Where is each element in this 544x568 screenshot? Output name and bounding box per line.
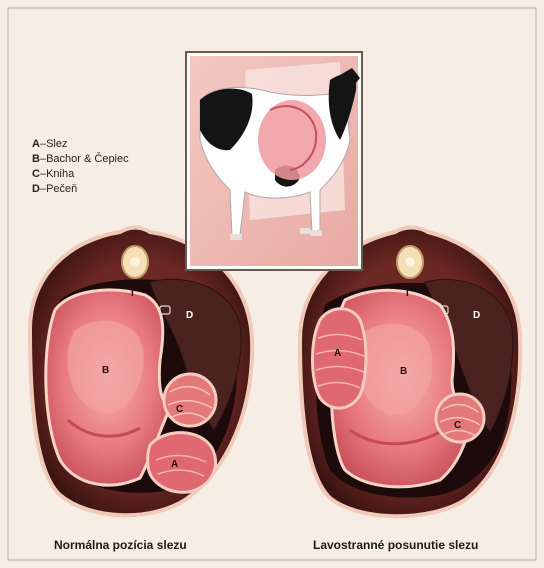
- right-label-d: D: [473, 310, 480, 321]
- legend: A–Slez B–Bachor & Čepiec C–Kniha D–Pečeň: [32, 137, 129, 197]
- cow-illustration: [186, 52, 362, 270]
- legend-name: Slez: [46, 138, 67, 150]
- legend-item-c: C–Kniha: [32, 167, 129, 182]
- right-label-a: A: [334, 348, 341, 359]
- left-label-c: C: [176, 404, 183, 415]
- legend-key: A: [32, 138, 40, 150]
- legend-name: Pečeň: [46, 183, 77, 195]
- caption-left-displacement: Lavostranné posunutie slezu: [313, 538, 478, 552]
- legend-name: Kniha: [46, 168, 74, 180]
- left-label-b: B: [102, 365, 109, 376]
- right-label-spine: I: [406, 288, 409, 299]
- right-label-b: B: [400, 366, 407, 377]
- legend-item-d: D–Pečeň: [32, 182, 129, 197]
- left-label-a: A: [171, 459, 178, 470]
- left-label-d: D: [186, 310, 193, 321]
- legend-item-a: A–Slez: [32, 137, 129, 152]
- legend-key: C: [32, 168, 40, 180]
- left-label-spine: I: [131, 288, 134, 299]
- legend-name: Bachor & Čepiec: [46, 153, 129, 165]
- caption-normal-position: Normálna pozícia slezu: [54, 538, 187, 552]
- legend-key: B: [32, 153, 40, 165]
- right-label-c: C: [454, 420, 461, 431]
- legend-key: D: [32, 183, 40, 195]
- legend-item-b: B–Bachor & Čepiec: [32, 152, 129, 167]
